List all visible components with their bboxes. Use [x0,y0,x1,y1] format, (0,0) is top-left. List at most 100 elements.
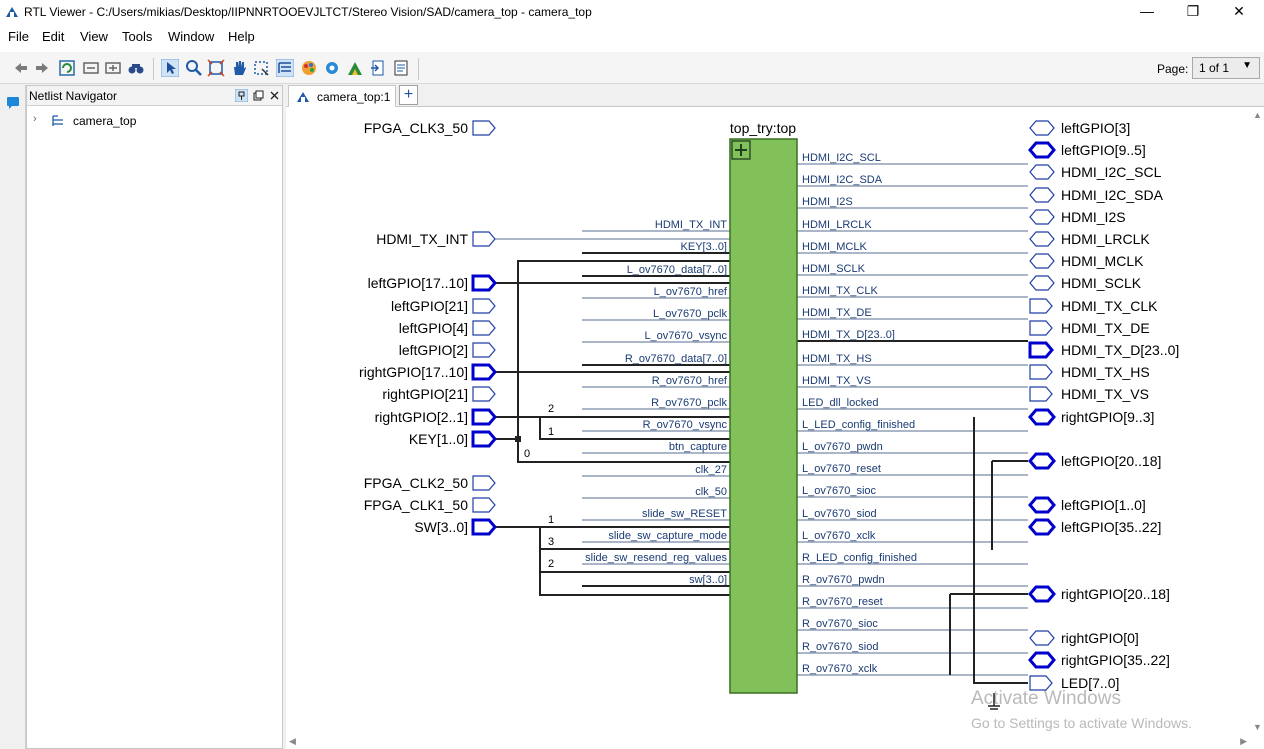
vertical-scrollbar[interactable]: ▲ ▼ [1250,108,1264,734]
netlist-icon[interactable] [276,59,294,77]
fit-icon[interactable] [207,59,225,77]
input-port-icon[interactable] [472,298,496,314]
page-label: Page: [1157,62,1189,76]
minimize-button[interactable]: — [1140,3,1154,19]
find-icon[interactable] [127,59,145,77]
add-tab-button[interactable]: + [399,85,418,105]
block-output-label: HDMI_MCLK [802,241,867,253]
bidir-port-icon[interactable] [1028,651,1056,669]
print-icon[interactable] [392,59,410,77]
close-button[interactable]: ✕ [1233,3,1245,19]
input-port-icon[interactable] [472,475,496,491]
zoom-icon[interactable] [185,59,203,77]
output-port-icon[interactable] [1028,341,1054,359]
bidir-port-icon[interactable] [1029,209,1055,225]
marquee-icon[interactable] [252,59,270,77]
bidir-port-icon[interactable] [1028,141,1056,159]
chat-bubble-icon[interactable] [5,95,21,111]
block-body[interactable] [729,138,798,694]
bidir-port-icon[interactable] [1029,187,1055,203]
left-side-strip [0,85,26,749]
pin-icon[interactable] [235,89,248,102]
block-input-label: slide_sw_capture_mode [608,530,727,542]
input-port-icon[interactable] [472,320,496,336]
bidir-port-icon[interactable] [1028,496,1056,514]
input-port-label: leftGPIO[2] [399,342,468,358]
menu-edit[interactable]: Edit [42,29,65,44]
page-select[interactable]: 1 of 1 ▼ [1192,57,1260,79]
bus-wire [949,593,1028,675]
input-port-icon[interactable] [472,231,496,247]
close-icon[interactable] [268,89,281,102]
output-port-label: HDMI_I2C_SDA [1061,187,1164,203]
float-icon[interactable] [252,89,265,102]
input-port-icon[interactable] [472,342,496,358]
output-port-icon[interactable] [1029,364,1053,380]
bidir-port-icon[interactable] [1029,164,1055,180]
input-port-label: leftGPIO[17..10] [368,275,468,291]
top-try-block[interactable]: top_try:topHDMI_TX_INTKEY[3..0]L_ov7670_… [585,120,917,694]
input-port-icon[interactable] [472,386,496,402]
bidir-port-icon[interactable] [1029,630,1055,646]
hand-icon[interactable] [230,59,248,77]
horizontal-scrollbar[interactable]: ◀ ▶ [286,735,1250,749]
bidir-port-icon[interactable] [1028,452,1056,470]
block-title: top_try:top [730,120,796,136]
bidir-port-icon[interactable] [1028,585,1056,603]
tree-item-camera-top[interactable]: › camera_top [33,113,233,131]
output-port-icon[interactable] [1029,675,1053,691]
bidir-port-icon[interactable] [1028,408,1056,426]
block-output-label: HDMI_TX_DE [802,307,872,319]
hierarchy-up-icon[interactable] [82,59,100,77]
bidir-port-icon[interactable] [1029,275,1055,291]
output-port-icon[interactable] [1029,298,1053,314]
input-port-icon[interactable] [471,430,497,448]
block-output-label: HDMI_I2C_SDA [802,174,883,186]
output-port-label: HDMI_I2C_SCL [1061,164,1162,180]
maximize-button[interactable]: ❐ [1186,3,1200,19]
scroll-right-icon[interactable]: ▶ [1240,736,1247,746]
bidir-port-icon[interactable] [1029,120,1055,136]
output-port-icon[interactable] [1029,320,1053,336]
filter-icon[interactable] [346,59,364,77]
bus-wire [973,417,1028,684]
ports: FPGA_CLK3_50HDMI_TX_INTleftGPIO[17..10]l… [359,120,1179,691]
menu-file[interactable]: File [8,29,29,44]
scroll-left-icon[interactable]: ◀ [289,736,296,746]
input-port-icon[interactable] [471,408,497,426]
output-port-label: HDMI_TX_DE [1061,320,1150,336]
scroll-up-icon[interactable]: ▲ [1253,110,1262,120]
scroll-down-icon[interactable]: ▼ [1253,722,1262,732]
expand-plus-icon[interactable] [735,144,747,156]
bidir-port-icon[interactable] [1029,231,1055,247]
forward-icon[interactable] [33,59,51,77]
toolbar: Page: 1 of 1 ▼ [0,52,1264,84]
menu-tools[interactable]: Tools [122,29,153,44]
settings-icon[interactable] [323,59,341,77]
input-port-label: HDMI_TX_INT [376,231,468,247]
input-port-icon[interactable] [471,518,497,536]
back-icon[interactable] [12,59,30,77]
input-port-icon[interactable] [472,497,496,513]
hierarchy-down-icon[interactable] [104,59,122,77]
menu-help[interactable]: Help [228,29,255,44]
input-port-icon[interactable] [471,363,497,381]
input-port-icon[interactable] [471,274,497,292]
bidir-port-icon[interactable] [1029,253,1055,269]
chevron-right-icon[interactable]: › [33,113,37,125]
refresh-icon[interactable] [58,59,76,77]
output-port-label: rightGPIO[20..18] [1061,586,1170,602]
select-icon[interactable] [161,59,179,77]
output-port-label: rightGPIO[9..3] [1061,409,1154,425]
export-icon[interactable] [369,59,387,77]
menu-view[interactable]: View [80,29,108,44]
output-port-icon[interactable] [1029,386,1053,402]
color-icon[interactable] [300,59,318,77]
menu-window[interactable]: Window [168,29,215,44]
input-port-icon[interactable] [472,120,496,136]
tab-camera-top[interactable]: camera_top:1 [288,85,396,107]
bidir-port-icon[interactable] [1028,518,1056,536]
expand-box-icon[interactable] [731,140,751,160]
